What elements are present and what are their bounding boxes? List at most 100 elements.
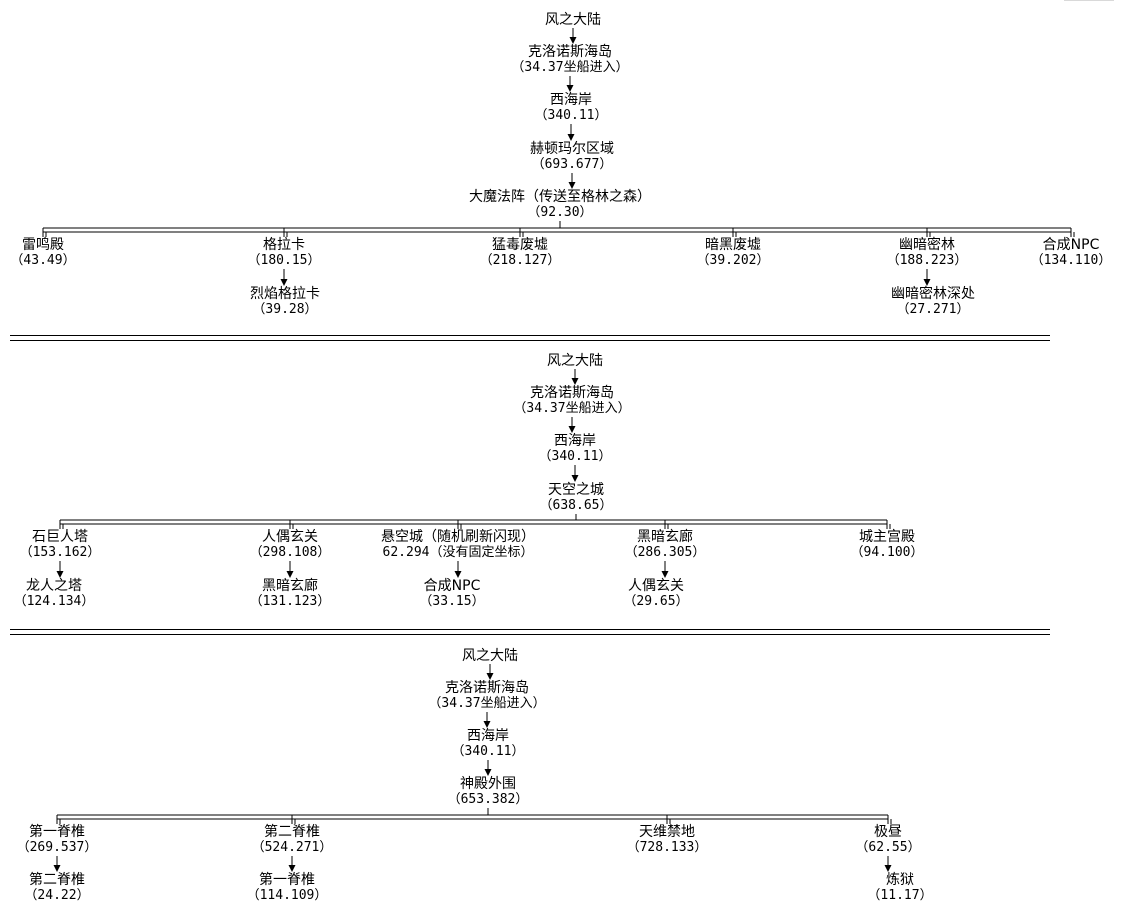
node-label: 格拉卡: [263, 237, 305, 253]
section-divider: [10, 335, 1050, 341]
node-label: 大魔法阵（传送至格林之森）: [469, 189, 651, 205]
node-coordinate: （34.37坐船进入）: [428, 696, 546, 711]
node-label: 黑暗玄廊: [261, 578, 318, 594]
node-first-spine: 第一脊椎 （114.109）: [247, 872, 328, 904]
node-label: 合成NPC: [423, 578, 481, 594]
node-coordinate: （43.49）: [10, 253, 76, 268]
node-polar-day: 极昼 （62.55）: [855, 824, 920, 856]
node-coordinate: （524.271）: [251, 840, 333, 855]
node-flame-gelaka: 烈焰格拉卡 （39.28）: [250, 286, 320, 318]
node-label: 第二脊椎: [263, 824, 320, 840]
node-coordinate: （340.11）: [538, 449, 612, 464]
node-coordinate: （29.65）: [623, 594, 689, 609]
node-coordinate: （34.37坐船进入）: [513, 401, 631, 416]
node-label: 风之大陆: [545, 12, 601, 28]
node-coordinate: （27.271）: [896, 302, 970, 317]
node-coordinate: （94.100）: [850, 545, 924, 560]
node-label: 暗黑废墟: [705, 237, 761, 253]
node-coordinate: （653.382）: [447, 792, 529, 807]
node-coordinate: （269.537）: [16, 840, 98, 855]
node-label: 悬空城（随机刷新闪现）: [381, 529, 535, 545]
node-label: 黑暗玄廊: [636, 529, 693, 545]
node-label: 石巨人塔: [31, 529, 88, 545]
node-label: 赫顿玛尔区域: [530, 141, 614, 157]
node-label: 神殿外围: [459, 776, 516, 792]
node-floating-city: 悬空城（随机刷新闪现） 62.294（没有固定坐标）: [381, 529, 535, 561]
node-coordinate: （286.305）: [624, 545, 706, 560]
node-label: 人偶玄关: [627, 578, 684, 594]
node-hedon-mar-area: 赫顿玛尔区域 （693.677）: [530, 141, 614, 173]
node-venom-ruins: 猛毒废墟 （218.127）: [480, 237, 561, 269]
node-thunder-hall: 雷鸣殿 （43.49）: [10, 237, 75, 269]
node-label: 人偶玄关: [261, 529, 318, 545]
node-coordinate: （298.108）: [249, 545, 331, 560]
node-coordinate: （39.202）: [696, 253, 770, 268]
node-great-magic-circle: 大魔法阵（传送至格林之森） （92.30）: [469, 189, 651, 221]
node-label: 克洛诺斯海岛: [529, 385, 614, 401]
node-label: 西海岸: [554, 433, 596, 449]
node-temple-outskirts: 神殿外围 （653.382）: [448, 776, 529, 808]
node-tianwei-forbidden-land: 天维禁地 （728.133）: [627, 824, 708, 856]
node-label: 风之大陆: [462, 648, 518, 664]
node-coordinate: （131.123）: [249, 594, 331, 609]
node-coordinate: （34.37坐船进入）: [511, 60, 629, 75]
node-coordinate: （124.134）: [13, 594, 95, 609]
node-shadow-forest: 幽暗密林 （188.223）: [887, 237, 968, 269]
node-dark-corridor: 黑暗玄廊 （131.123）: [250, 578, 331, 610]
node-coordinate: （180.15）: [247, 253, 321, 268]
node-label: 烈焰格拉卡: [250, 286, 320, 302]
node-kronos-island: 克洛诺斯海岛 （34.37坐船进入）: [513, 385, 630, 417]
node-label: 极昼: [873, 824, 902, 840]
node-wind-continent: 风之大陆: [462, 648, 518, 664]
node-west-coast: 西海岸 （340.11）: [535, 92, 608, 124]
node-west-coast: 西海岸 （340.11）: [539, 433, 612, 465]
corner-mark: [1064, 0, 1114, 1]
node-coordinate: （728.133）: [626, 840, 708, 855]
node-label: 炼狱: [885, 872, 914, 888]
node-stone-giant-tower: 石巨人塔 （153.162）: [20, 529, 101, 561]
node-label: 西海岸: [467, 728, 509, 744]
node-second-spine: 第二脊椎 （24.22）: [24, 872, 89, 904]
node-coordinate: （114.109）: [246, 888, 328, 903]
node-first-spine: 第一脊椎 （269.537）: [17, 824, 98, 856]
node-coordinate: （24.22）: [24, 888, 90, 903]
node-coordinate: （218.127）: [479, 253, 561, 268]
node-label: 龙人之塔: [25, 578, 82, 594]
node-wind-continent: 风之大陆: [545, 12, 601, 28]
node-second-spine: 第二脊椎 （524.271）: [252, 824, 333, 856]
node-label: 克洛诺斯海岛: [444, 680, 529, 696]
node-dark-ruins: 暗黑废墟 （39.202）: [697, 237, 770, 269]
node-label: 天维禁地: [638, 824, 695, 840]
node-coordinate: （11.17）: [867, 888, 933, 903]
node-synthesis-npc: 合成NPC （134.110）: [1031, 237, 1112, 269]
node-kronos-island: 克洛诺斯海岛 （34.37坐船进入）: [428, 680, 545, 712]
node-label: 西海岸: [550, 92, 592, 108]
node-coordinate: （340.11）: [534, 108, 608, 123]
node-coordinate: （693.677）: [531, 157, 613, 172]
node-label: 第二脊椎: [28, 872, 85, 888]
node-deep-shadow-forest: 幽暗密林深处 （27.271）: [891, 286, 975, 318]
node-label: 风之大陆: [547, 353, 603, 369]
node-label: 猛毒废墟: [491, 237, 548, 253]
node-lord-palace: 城主宫殿 （94.100）: [851, 529, 924, 561]
node-label: 幽暗密林深处: [891, 286, 975, 302]
node-label: 第一脊椎: [258, 872, 315, 888]
node-coordinate: 62.294（没有固定坐标）: [382, 545, 534, 560]
node-coordinate: （62.55）: [855, 840, 921, 855]
node-coordinate: （188.223）: [886, 253, 968, 268]
node-coordinate: （39.28）: [252, 302, 318, 317]
node-label: 克洛诺斯海岛: [527, 44, 612, 60]
node-label: 合成NPC: [1042, 237, 1100, 253]
node-coordinate: （134.110）: [1030, 253, 1112, 268]
node-puppet-hall: 人偶玄关 （29.65）: [623, 578, 688, 610]
section-divider: [10, 629, 1050, 635]
node-coordinate: （340.11）: [451, 744, 525, 759]
node-label: 幽暗密林: [898, 237, 955, 253]
node-coordinate: （33.15）: [419, 594, 485, 609]
node-west-coast: 西海岸 （340.11）: [452, 728, 525, 760]
node-label: 城主宫殿: [859, 529, 915, 545]
node-coordinate: （92.30）: [527, 205, 593, 220]
node-label: 第一脊椎: [28, 824, 85, 840]
node-coordinate: （153.162）: [19, 545, 101, 560]
